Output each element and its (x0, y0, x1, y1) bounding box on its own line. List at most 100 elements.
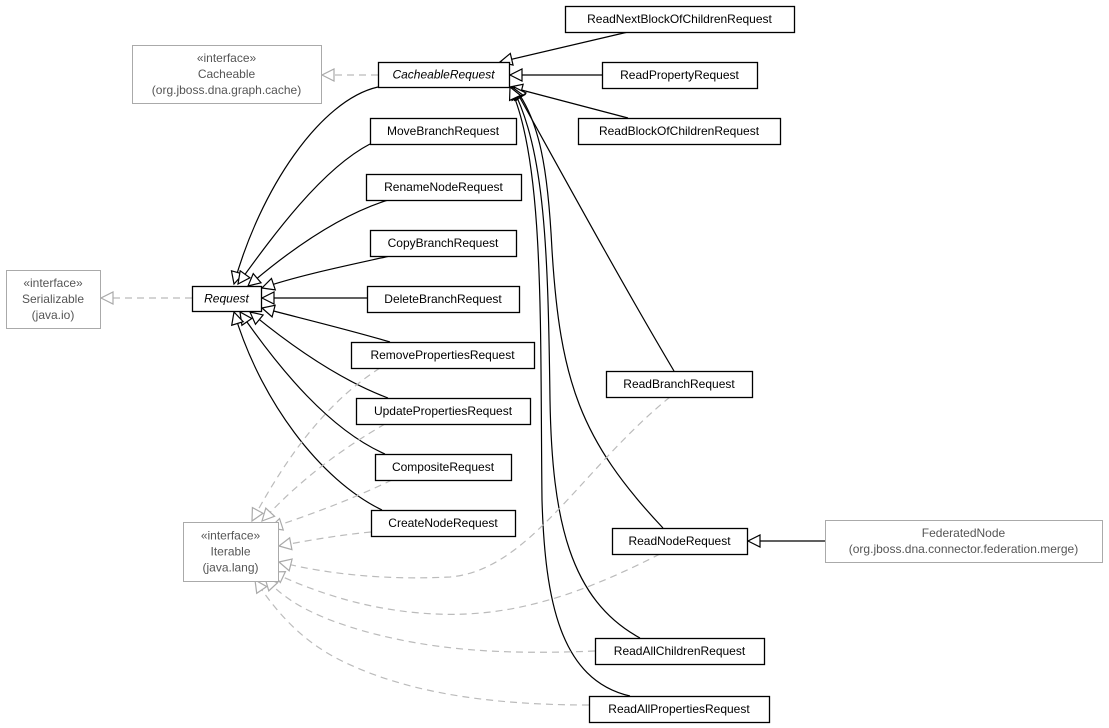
cacheable-box (132, 45, 322, 104)
copy-branch-request-label-line: CopyBranchRequest (388, 236, 499, 250)
read-all-properties-request-realizes-iterable-edge (254, 579, 590, 706)
federated-node-box (825, 520, 1103, 563)
read-all-properties-request-iterable-arrowhead (254, 578, 268, 595)
read-block-of-children-request-extends-cacheable-request-edge (509, 86, 629, 119)
read-branch-request-label-line: ReadBranchRequest (623, 377, 735, 391)
read-branch-request-box (605, 370, 754, 399)
rename-node-request-extends-request-edge (247, 199, 389, 287)
federated-node-read-node-request-arrowhead (746, 534, 761, 548)
rename-node-request-label-line: RenameNodeRequest (384, 180, 503, 194)
class-node-delete-branch-request[interactable]: DeleteBranchRequest (366, 285, 521, 314)
read-all-children-request-realizes-iterable-edge (264, 577, 596, 653)
rename-node-request-request-arrowhead (246, 272, 263, 287)
class-node-move-branch-request[interactable]: MoveBranchRequest (369, 117, 518, 146)
request-serializable-arrowhead (99, 291, 114, 305)
update-properties-request-label-line: UpdatePropertiesRequest (374, 404, 513, 418)
class-node-read-block-of-children-request[interactable]: ReadBlockOfChildrenRequest (577, 117, 782, 146)
move-branch-request-box (369, 117, 518, 146)
delete-branch-request-request-arrowhead (260, 291, 275, 305)
class-node-read-next-block-of-children-request[interactable]: ReadNextBlockOfChildrenRequest (564, 5, 796, 34)
read-property-request-box (601, 61, 759, 90)
cacheable-label-line: (org.jboss.dna.graph.cache) (152, 83, 301, 97)
read-next-block-of-children-request-extends-cacheable-request-edge (499, 31, 629, 63)
class-node-rename-node-request[interactable]: RenameNodeRequest (365, 173, 523, 202)
read-node-request-extends-cacheable-request-edge (513, 86, 664, 529)
delete-branch-request-label-line: DeleteBranchRequest (384, 292, 502, 306)
move-branch-request-request-arrowhead (237, 269, 252, 286)
class-node-read-all-properties-request[interactable]: ReadAllPropertiesRequest (588, 695, 771, 724)
iterable-box (183, 522, 279, 582)
read-node-request-label-line: ReadNodeRequest (628, 534, 731, 548)
remove-properties-request-extends-request-edge (261, 307, 391, 343)
nodes-layer: ReadNextBlockOfChildrenRequest «interface… (6, 5, 1103, 724)
class-node-serializable[interactable]: «interface» Serializable (java.io) (6, 270, 101, 329)
read-branch-request-iterable-arrowhead (277, 558, 293, 572)
read-node-request-box (611, 527, 749, 556)
update-properties-request-extends-request-edge (249, 311, 389, 399)
remove-properties-request-realizes-iterable-edge (251, 367, 381, 522)
remove-properties-request-label-line: RemovePropertiesRequest (370, 348, 515, 362)
class-node-iterable[interactable]: «interface» Iterable (java.lang) (183, 522, 279, 582)
serializable-label-line: Serializable (22, 292, 84, 306)
cacheable-label-line: Cacheable (198, 67, 256, 81)
update-properties-request-iterable-arrowhead (261, 507, 276, 522)
class-node-remove-properties-request[interactable]: RemovePropertiesRequest (350, 341, 536, 370)
class-node-update-properties-request[interactable]: UpdatePropertiesRequest (355, 397, 532, 426)
read-all-children-request-extends-cacheable-request-edge (511, 86, 641, 639)
federated-node-label-line: FederatedNode (922, 526, 1006, 540)
cacheable-request-extends-request-edge (233, 86, 379, 285)
class-node-copy-branch-request[interactable]: CopyBranchRequest (369, 229, 518, 258)
serializable-label-line: «interface» (23, 276, 83, 290)
create-node-request-label-line: CreateNodeRequest (388, 516, 498, 530)
read-next-block-of-children-request-box (564, 5, 796, 34)
class-node-read-node-request[interactable]: ReadNodeRequest (611, 527, 749, 556)
cacheable-request-label-line: CacheableRequest (392, 68, 495, 82)
class-node-create-node-request[interactable]: CreateNodeRequest (370, 509, 517, 538)
rename-node-request-box (365, 173, 523, 202)
create-node-request-iterable-arrowhead (277, 536, 293, 551)
create-node-request-box (370, 509, 517, 538)
copy-branch-request-box (369, 229, 518, 258)
remove-properties-request-request-arrowhead (260, 304, 276, 318)
cacheable-label-line: «interface» (197, 51, 257, 65)
composite-request-request-arrowhead (239, 310, 253, 327)
read-property-request-cacheable-request-arrowhead (508, 68, 523, 82)
federated-node-label-line: (org.jboss.dna.connector.federation.merg… (849, 542, 1078, 556)
update-properties-request-box (355, 397, 532, 426)
copy-branch-request-request-arrowhead (260, 277, 277, 291)
cacheable-request-cacheable-arrowhead (320, 68, 335, 82)
class-node-cacheable-request[interactable]: CacheableRequest (377, 61, 511, 89)
create-node-request-realizes-iterable-edge (278, 531, 372, 547)
class-node-read-branch-request[interactable]: ReadBranchRequest (605, 370, 754, 399)
remove-properties-request-box (350, 341, 536, 370)
read-all-properties-request-box (588, 695, 771, 724)
copy-branch-request-extends-request-edge (261, 255, 391, 289)
read-branch-request-realizes-iterable-edge (278, 396, 671, 579)
class-node-composite-request[interactable]: CompositeRequest (374, 453, 513, 482)
remove-properties-request-iterable-arrowhead (251, 506, 265, 523)
iterable-label-line: Iterable (210, 545, 250, 559)
serializable-label-line: (java.io) (32, 308, 75, 322)
composite-request-box (374, 453, 513, 482)
class-node-cacheable[interactable]: «interface» Cacheable (org.jboss.dna.graph… (132, 45, 322, 104)
update-properties-request-request-arrowhead (248, 311, 265, 326)
class-node-request[interactable]: Request (191, 285, 263, 313)
iterable-label-line: (java.lang) (202, 561, 258, 575)
read-node-request-realizes-iterable-edge (271, 553, 661, 615)
create-node-request-extends-request-edge (233, 311, 383, 511)
cacheable-request-box (377, 61, 511, 89)
class-node-read-all-children-request[interactable]: ReadAllChildrenRequest (594, 637, 766, 666)
class-node-federated-node[interactable]: FederatedNode (org.jboss.dna.connector.fe… (825, 520, 1103, 563)
request-label-line: Request (204, 292, 249, 306)
move-branch-request-extends-request-edge (237, 143, 371, 285)
serializable-box (6, 270, 101, 329)
composite-request-realizes-iterable-edge (269, 479, 393, 529)
composite-request-label-line: CompositeRequest (392, 460, 495, 474)
class-node-read-property-request[interactable]: ReadPropertyRequest (601, 61, 759, 90)
read-all-properties-request-label-line: ReadAllPropertiesRequest (608, 702, 750, 716)
iterable-label-line: «interface» (201, 529, 261, 543)
request-box (191, 285, 263, 313)
move-branch-request-label-line: MoveBranchRequest (387, 124, 500, 138)
read-all-properties-request-cacheable-request-arrowhead (508, 85, 522, 102)
